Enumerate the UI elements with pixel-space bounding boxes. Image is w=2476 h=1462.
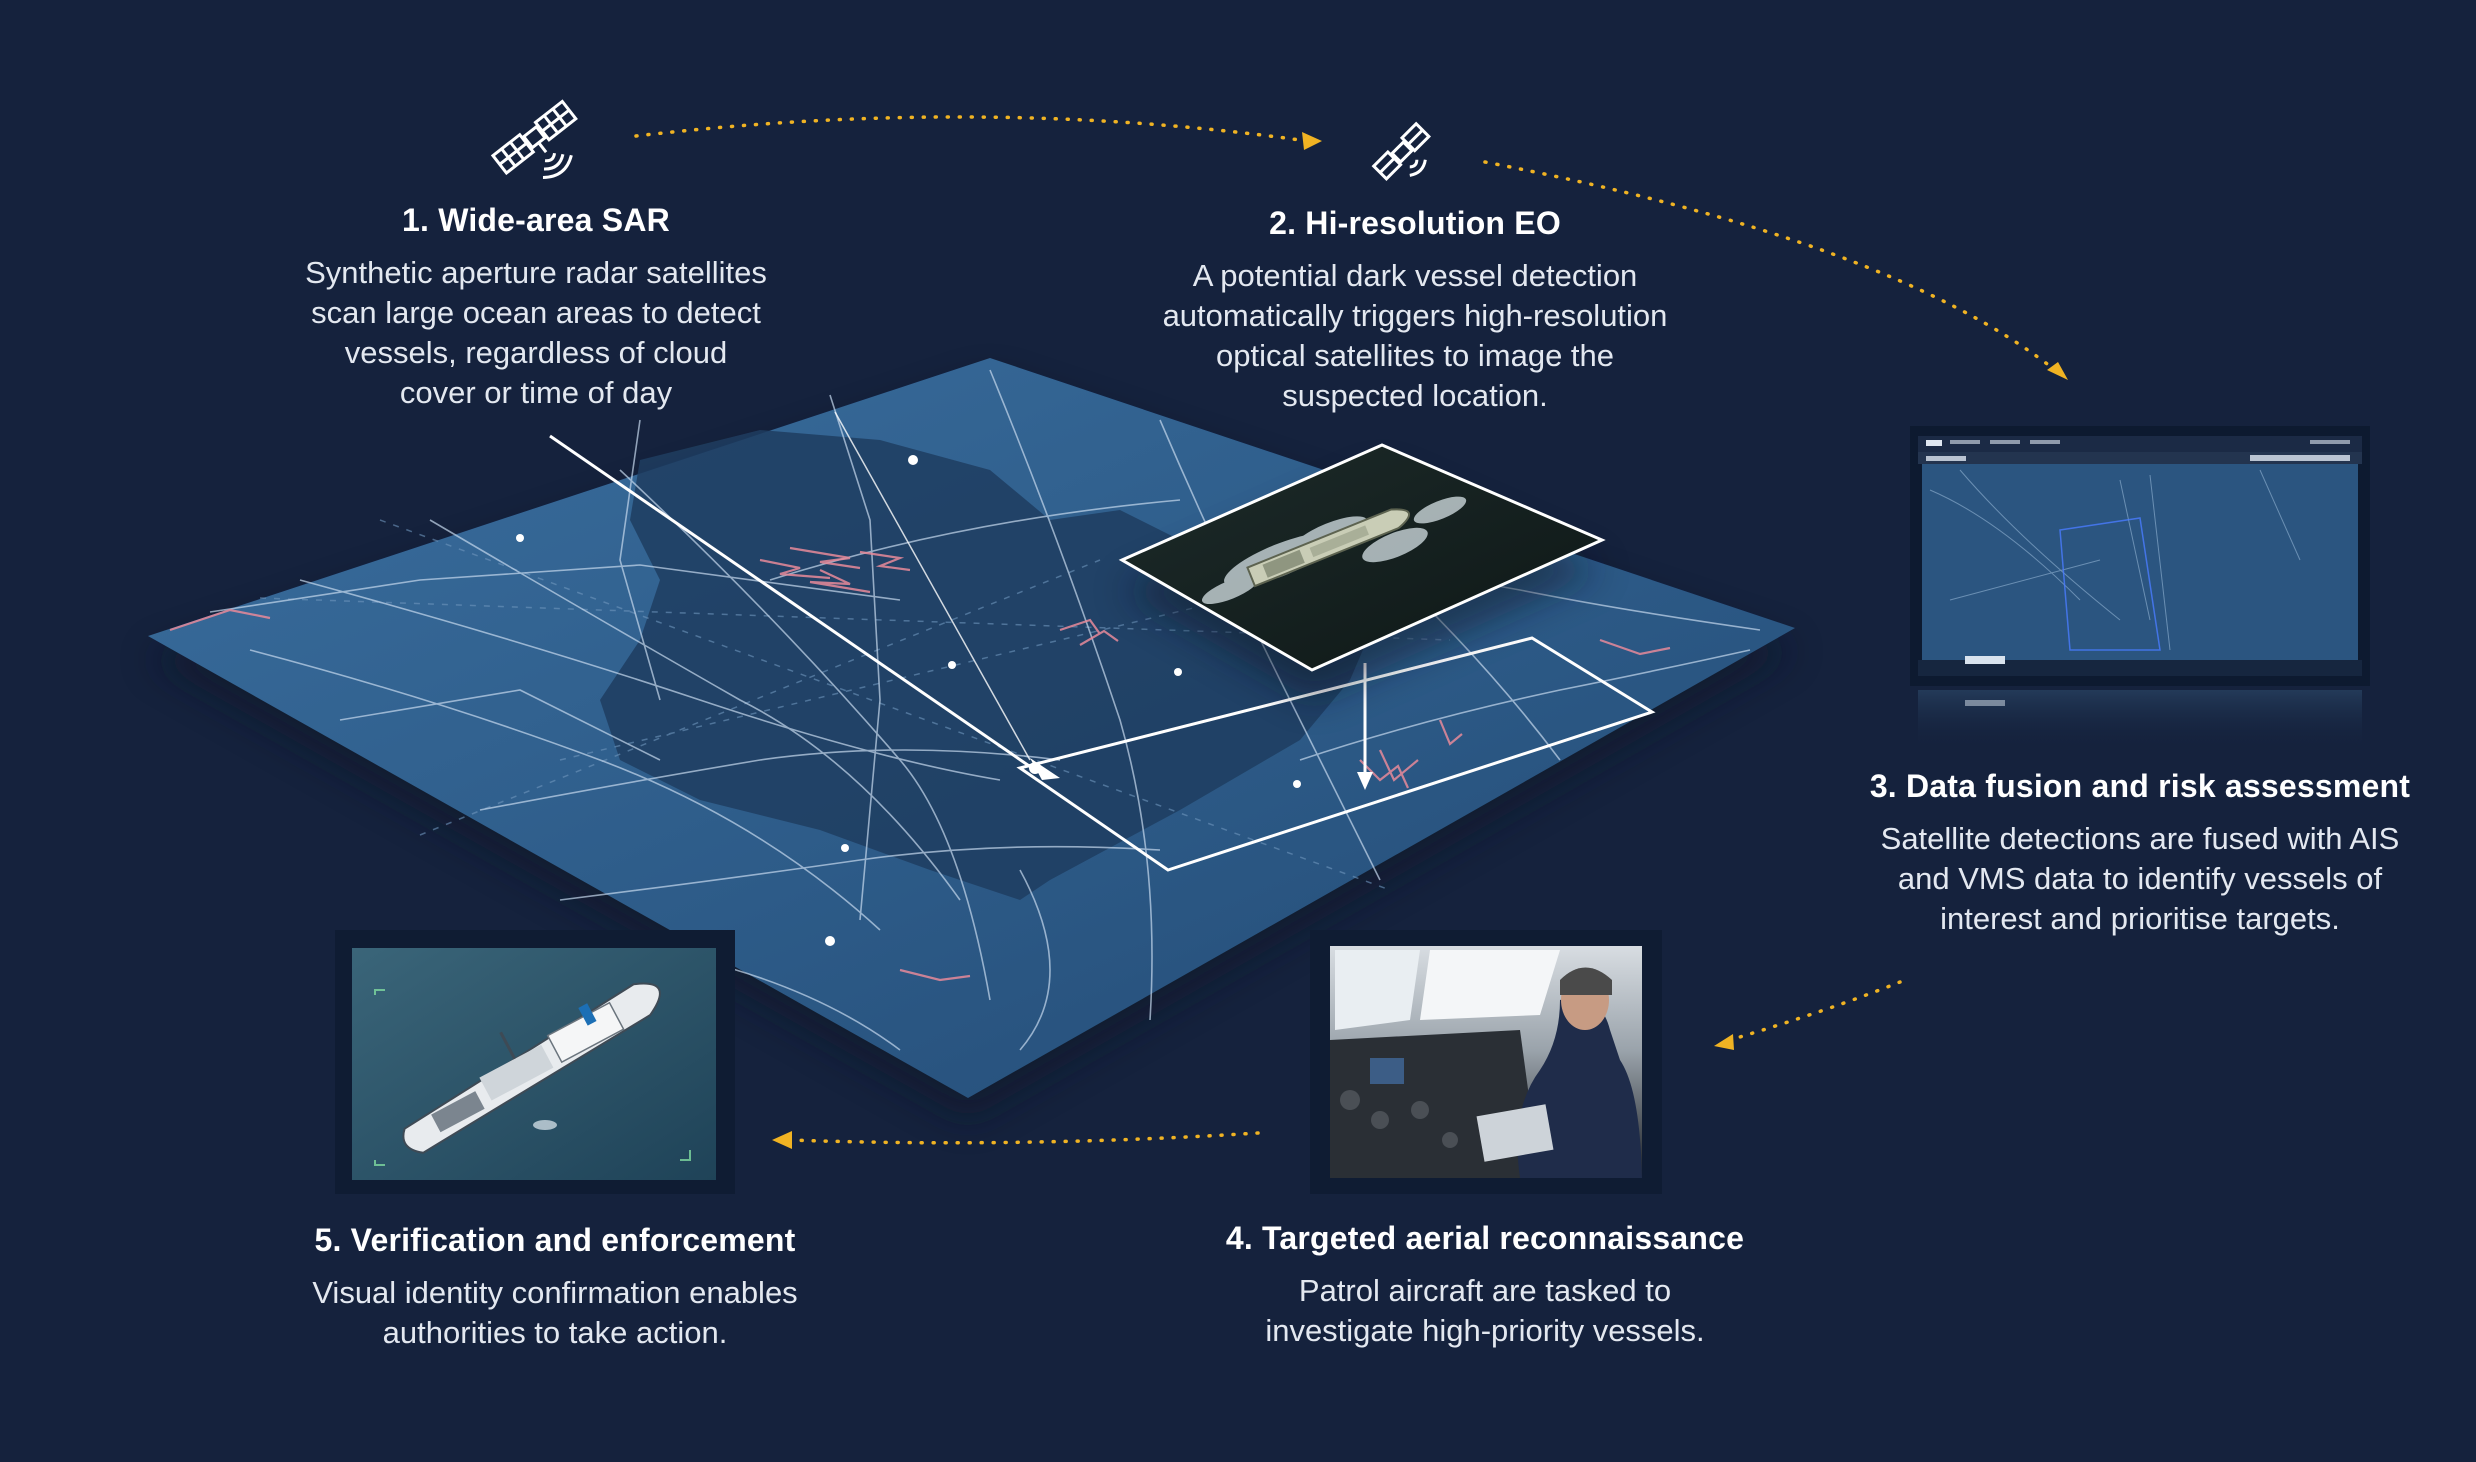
desc-line: vessels, regardless of cloud xyxy=(344,335,728,370)
desc-line: Visual identity confirmation enables xyxy=(312,1275,798,1310)
step-description: Synthetic aperture radar satellites scan… xyxy=(260,253,812,413)
dashboard-toolbar xyxy=(1926,440,2350,461)
step-4-aerial-reconnaissance: 4. Targeted aerial reconnaissance Patrol… xyxy=(1195,1220,1775,1351)
small-satellite-icon xyxy=(1371,121,1431,181)
desc-line: Synthetic aperture radar satellites xyxy=(305,255,767,290)
desc-line: Patrol aircraft are tasked to xyxy=(1298,1273,1672,1308)
desc-line: automatically triggers high-resolution xyxy=(1162,298,1668,333)
fusion-dashboard-screenshot xyxy=(1910,426,2370,750)
step-title: 5. Verification and enforcement xyxy=(314,1222,796,1258)
vessel-markers xyxy=(516,455,1301,946)
vessel-tracks xyxy=(169,546,1671,982)
ship-icon xyxy=(402,982,661,1154)
step-title: 1. Wide-area SAR xyxy=(402,202,670,238)
step-title: 2. Hi-resolution EO xyxy=(1269,205,1561,241)
arrow-3-to-4 xyxy=(1728,980,1902,1042)
step-description: Patrol aircraft are tasked to investigat… xyxy=(1195,1271,1775,1351)
step-description: A potential dark vessel detection automa… xyxy=(1100,256,1730,416)
desc-line: cover or time of day xyxy=(399,375,673,410)
desc-line: scan large ocean areas to detect xyxy=(311,295,761,330)
cockpit-photo xyxy=(1310,930,1662,1194)
arrow-4-to-5 xyxy=(788,1131,1260,1145)
vessel-verification-photo xyxy=(335,930,735,1194)
desc-line: optical satellites to image the xyxy=(1215,338,1615,373)
desc-line: A potential dark vessel detection xyxy=(1192,258,1638,293)
step-title: 4. Targeted aerial reconnaissance xyxy=(1225,1220,1745,1256)
desc-line: interest and prioritise targets. xyxy=(1940,901,2340,936)
desc-line: Satellite detections are fused with AIS xyxy=(1880,821,2400,856)
satellite-icon xyxy=(490,99,578,179)
step-3-data-fusion: 3. Data fusion and risk assessment Satel… xyxy=(1840,768,2440,939)
step-title: 3. Data fusion and risk assessment xyxy=(1869,768,2411,804)
aircraft-cockpit-icon xyxy=(1340,1058,1458,1148)
arrow-1-to-2 xyxy=(634,115,1302,142)
desc-line: suspected location. xyxy=(1282,378,1548,413)
step-description: Satellite detections are fused with AIS … xyxy=(1840,819,2440,939)
desc-line: authorities to take action. xyxy=(382,1315,728,1350)
eo-satellite-image xyxy=(1118,443,1606,700)
step-2-hi-resolution-eo: 2. Hi-resolution EO A potential dark ves… xyxy=(1100,205,1730,416)
target-area-box xyxy=(1016,636,1656,872)
shipping-lanes xyxy=(209,369,1761,1051)
step-1-wide-area-sar: 1. Wide-area SAR Synthetic aperture rada… xyxy=(260,202,812,413)
desc-line: investigate high-priority vessels. xyxy=(1265,1313,1705,1348)
step-5-verification-enforcement: 5. Verification and enforcement Visual i… xyxy=(270,1222,840,1353)
step-description: Visual identity confirmation enables aut… xyxy=(270,1273,840,1353)
desc-line: and VMS data to identify vessels of xyxy=(1897,861,2383,896)
ship-icon xyxy=(1246,508,1410,588)
flow-arrows xyxy=(634,115,2057,1145)
flow-arrowheads xyxy=(772,132,2068,1149)
